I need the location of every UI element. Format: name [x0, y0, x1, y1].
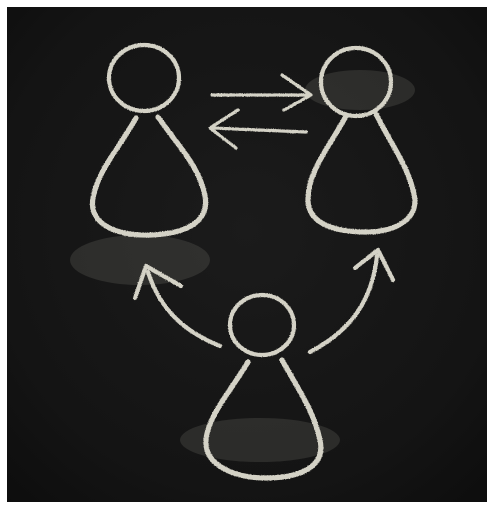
chalkboard-drawing: [0, 0, 493, 510]
image-frame: [0, 0, 493, 510]
